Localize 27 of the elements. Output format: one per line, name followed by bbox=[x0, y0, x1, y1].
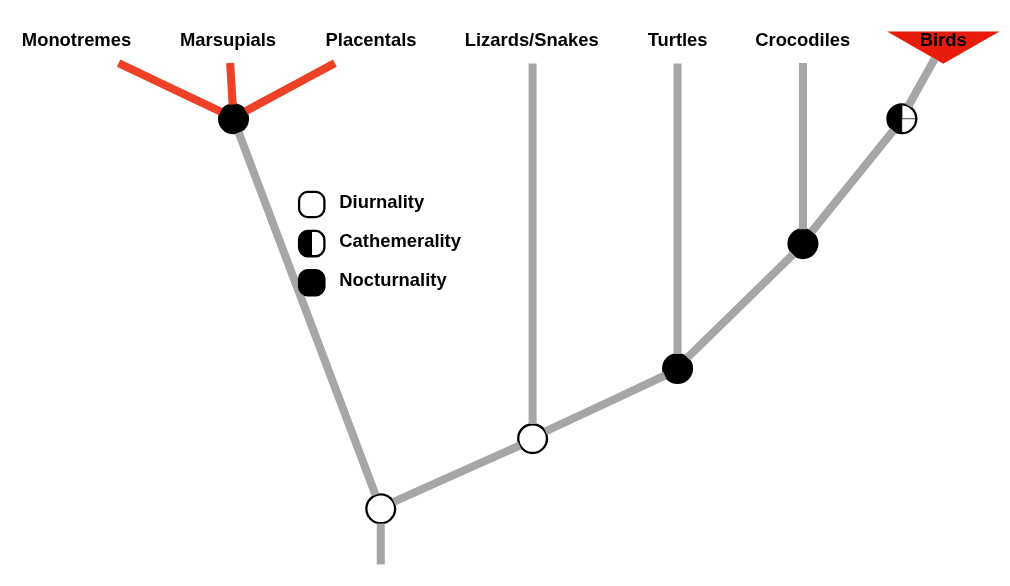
node-circle bbox=[787, 227, 819, 259]
node-circle bbox=[218, 102, 250, 134]
legend-label: Cathemerality bbox=[339, 229, 461, 251]
connector bbox=[673, 62, 682, 354]
node-circle bbox=[365, 492, 397, 524]
node-circle bbox=[517, 422, 549, 454]
connector bbox=[798, 62, 807, 229]
node-text: Placentals bbox=[325, 28, 417, 50]
connector bbox=[684, 250, 796, 361]
connector bbox=[543, 371, 667, 435]
connector bbox=[528, 62, 537, 424]
node-text: Marsupials bbox=[180, 28, 277, 50]
connector bbox=[243, 59, 337, 115]
connector bbox=[116, 59, 223, 115]
node-text: Lizards/Snakes bbox=[464, 28, 599, 50]
connector bbox=[808, 127, 897, 234]
connector bbox=[376, 523, 385, 564]
connector bbox=[234, 130, 380, 496]
node-circle bbox=[662, 352, 694, 384]
connector bbox=[905, 56, 939, 108]
node-text: Crocodiles bbox=[755, 28, 851, 50]
connector bbox=[226, 62, 237, 105]
legend-label: Diurnality bbox=[339, 190, 425, 212]
connector bbox=[392, 441, 522, 505]
legend-label: Nocturnality bbox=[339, 268, 447, 290]
node-text: Monotremes bbox=[21, 28, 132, 50]
node-text: Turtles bbox=[647, 28, 708, 50]
